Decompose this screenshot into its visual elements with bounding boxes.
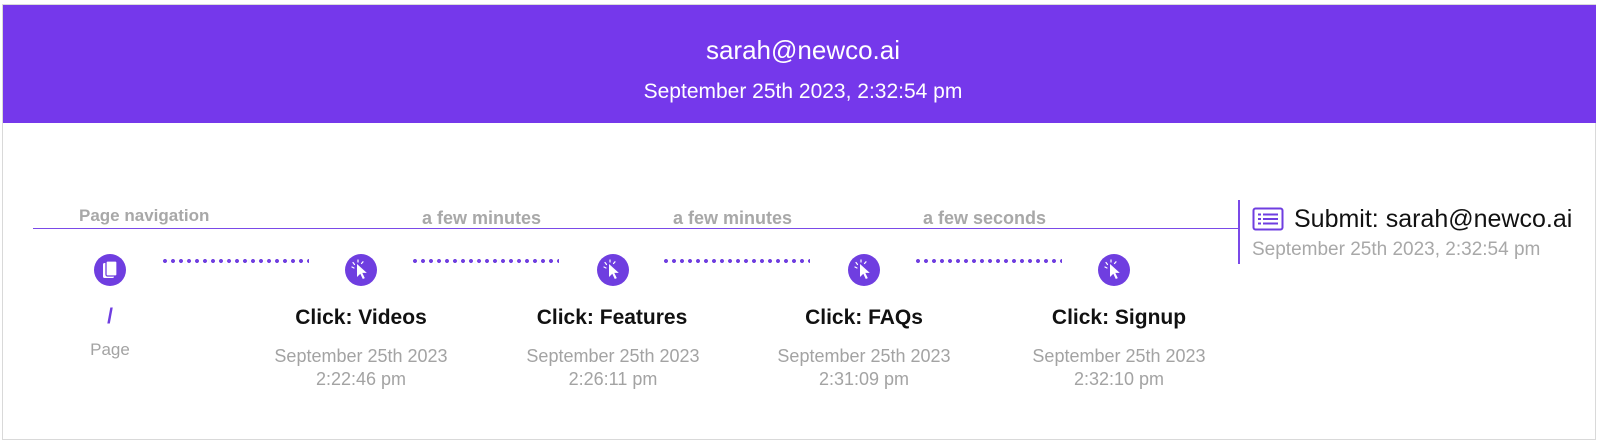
click-event-node[interactable] [848,254,880,286]
cursor-click-icon [854,259,870,279]
page-event-node[interactable] [94,254,126,286]
event-time: 2:22:46 pm [315,369,407,389]
event-title[interactable]: Click: Videos [295,306,427,329]
user-email: sarah@newco.ai [705,35,901,65]
timeline-end-marker [1238,200,1240,264]
timeline-connector [914,259,1062,263]
submit-event-title[interactable]: Submit: sarah@newco.ai [1294,205,1573,233]
gap-label: a few minutes [422,208,542,228]
form-list-icon [1252,207,1284,231]
event-title[interactable]: Click: FAQs [805,306,923,329]
session-timestamp: September 25th 2023, 2:32:54 pm [643,80,963,103]
gap-label: a few minutes [673,208,793,228]
timeline-connector [662,259,810,263]
gap-label: a few seconds [923,208,1047,228]
cursor-click-icon [1104,259,1120,279]
submit-event-timestamp: September 25th 2023, 2:32:54 pm [1252,239,1541,260]
event-time: 2:31:09 pm [818,369,910,389]
click-event-node[interactable] [597,254,629,286]
cursor-click-icon [603,259,619,279]
event-date: September 25th 2023 [777,346,951,366]
click-event-node[interactable] [1098,254,1130,286]
page-type-label: Page [90,340,130,359]
event-date: September 25th 2023 [274,346,448,366]
timeline-axis [33,228,1239,229]
session-header: sarah@newco.ai September 25th 2023, 2:32… [3,5,1596,123]
event-time: 2:32:10 pm [1073,369,1165,389]
event-title[interactable]: Click: Features [536,306,688,329]
event-date: September 25th 2023 [526,346,700,366]
timeline-connector [411,259,559,263]
timeline-connector [161,259,309,263]
page-icon [103,260,118,278]
session-card [2,4,1596,440]
event-date: September 25th 2023 [1032,346,1206,366]
cursor-click-icon [351,259,367,279]
event-time: 2:26:11 pm [568,369,658,389]
timeline-start-label: Page navigation [79,206,210,225]
page-path[interactable]: / [107,305,113,328]
click-event-node[interactable] [345,254,377,286]
event-title[interactable]: Click: Signup [1051,306,1187,329]
